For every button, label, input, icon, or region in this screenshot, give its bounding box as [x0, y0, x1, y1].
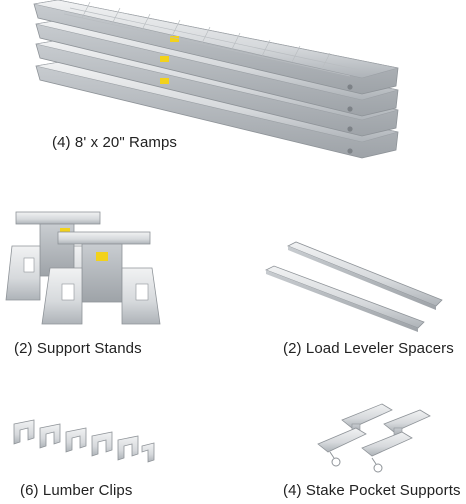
lumber-clip	[91, 431, 113, 457]
lumber-clip	[117, 435, 139, 461]
lumber-clip	[13, 419, 35, 445]
leveler-spacer	[287, 241, 443, 310]
stake-pocket-support	[383, 409, 431, 439]
lumber-clips-image	[13, 419, 155, 463]
lumber-clips-caption: (6) Lumber Clips	[20, 482, 133, 499]
lumber-clip	[39, 423, 61, 449]
ramps-caption: (4) 8' x 20" Ramps	[52, 134, 178, 151]
support-stand	[41, 231, 161, 325]
load-leveler-spacers-image	[265, 241, 443, 332]
stake-pocket-supports-caption: (4) Stake Pocket Supports	[283, 482, 461, 499]
leveler-spacer	[265, 265, 425, 332]
stake-pocket-supports-image	[317, 403, 431, 473]
stake-pocket-support	[317, 427, 367, 467]
warning-label	[160, 56, 169, 62]
stake-pocket-support	[361, 431, 413, 473]
lumber-clip	[65, 427, 87, 453]
ramp-deck-grid	[63, 1, 361, 77]
stake-pocket-support	[341, 403, 393, 435]
ramp	[33, 0, 399, 95]
lumber-clip	[141, 442, 155, 463]
support-stands-caption: (2) Support Stands	[14, 340, 142, 357]
load-leveler-spacers-caption: (2) Load Leveler Spacers	[283, 340, 454, 357]
warning-label	[170, 36, 179, 42]
warning-label	[160, 78, 169, 84]
support-stands-image	[5, 211, 161, 325]
ramps-image	[33, 0, 399, 159]
